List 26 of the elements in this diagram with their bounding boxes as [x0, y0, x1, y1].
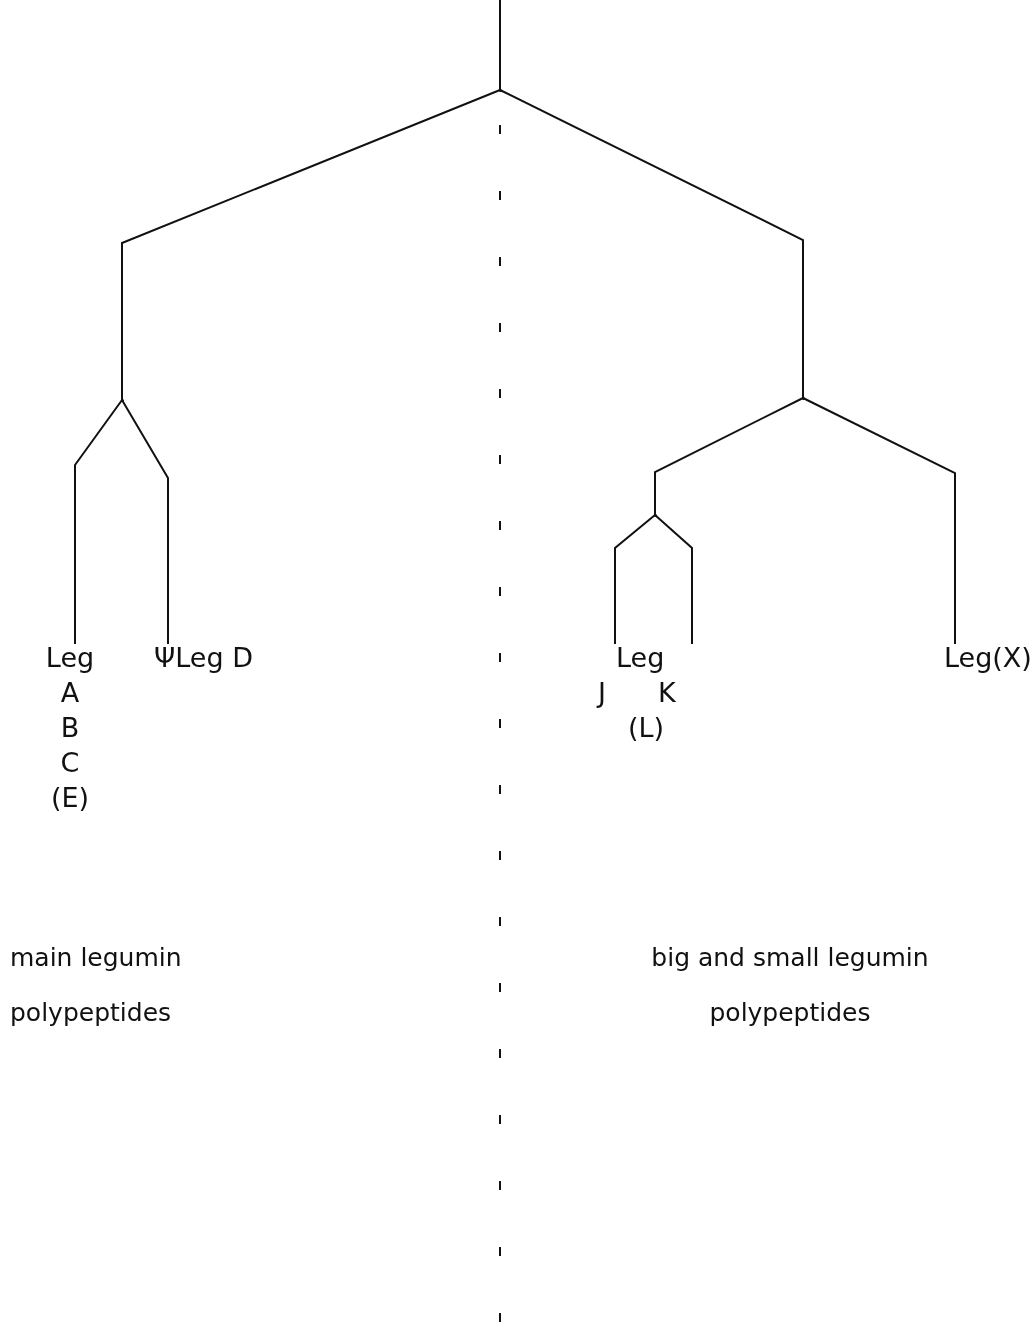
branch-point [653, 513, 657, 517]
tree-branch [654, 514, 693, 645]
gene-label: ΨLeg D [154, 641, 253, 675]
gene-label: (L) [628, 711, 665, 745]
gene-label: Leg [45, 641, 95, 675]
gene-label: A [60, 676, 80, 710]
tree-branch [654, 397, 804, 516]
tree-branch [499, 0, 501, 91]
tree-branch [499, 89, 804, 399]
gene-label: Leg(X) [944, 641, 1032, 675]
tree-branch [74, 399, 123, 645]
gene-label: K [657, 676, 676, 710]
gene-label: J [598, 676, 606, 710]
tree-branch [614, 514, 656, 645]
branch-point [498, 88, 502, 92]
group-label: main legumin polypeptides [10, 942, 183, 1029]
tree-branch [121, 89, 501, 401]
group-label: big and small legumin polypeptides [650, 942, 930, 1029]
branch-point [801, 396, 805, 400]
tree-branch [121, 399, 169, 645]
gene-label: (E) [50, 781, 90, 815]
tree-branch [802, 397, 956, 645]
branch-point [120, 398, 124, 402]
gene-label: B [60, 711, 80, 745]
gene-label: C [60, 746, 80, 780]
gene-label: Leg [616, 641, 665, 675]
